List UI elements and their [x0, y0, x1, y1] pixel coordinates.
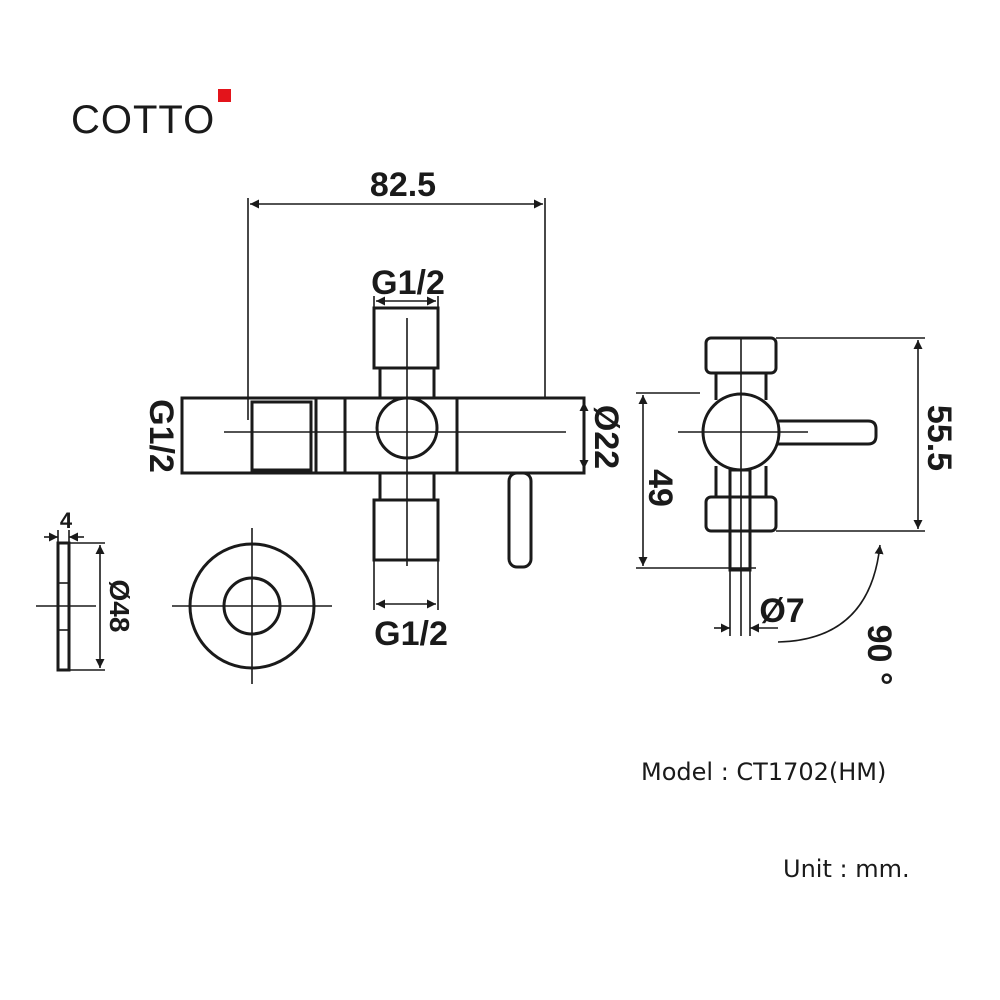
top-outlet-nut [372, 306, 440, 370]
flange-front-view [172, 528, 332, 684]
brand-red-square [218, 89, 231, 102]
dim-overall-width: 82.5 [370, 166, 436, 204]
cotto-logo: COTTO [71, 89, 231, 142]
dimension-handle-diameter: Ø7 [714, 570, 805, 636]
bottom-outlet-nut [372, 498, 440, 562]
dimension-side-height: 49 [636, 392, 756, 569]
dim-inlet-thread: G1/2 [142, 399, 180, 473]
dimension-inlet-thread: G1/2 [142, 398, 183, 473]
brand-name: COTTO [71, 98, 215, 142]
dim-top-thread: G1/2 [371, 264, 445, 302]
dimension-overall-width: 82.5 [247, 166, 546, 420]
dim-handle-diameter: Ø7 [759, 592, 804, 630]
side-handle-stem [728, 468, 752, 572]
dim-side-height: 49 [641, 469, 679, 507]
front-view [180, 306, 586, 569]
unit-label: Unit : mm. [783, 855, 910, 883]
dim-flange-thickness: 4 [60, 508, 73, 533]
inlet-nut [250, 400, 313, 472]
dimension-top-thread: G1/2 [371, 264, 445, 308]
front-handle [507, 471, 533, 569]
model-label: Model : CT1702(HM) [641, 758, 887, 786]
rotation-arc-arrow [777, 544, 884, 643]
dim-flange-diameter: Ø48 [104, 580, 135, 633]
dim-bottom-thread: G1/2 [374, 615, 448, 653]
dim-rotation-angle: 90 ° [860, 625, 898, 686]
side-view [678, 336, 878, 636]
flange-side-view: 4 Ø48 [36, 508, 135, 672]
dim-body-diameter: Ø22 [587, 405, 625, 469]
dim-overall-height: 55.5 [920, 405, 958, 471]
side-lever [778, 419, 878, 446]
dimension-body-diameter: Ø22 [579, 402, 625, 469]
dimension-bottom-thread: G1/2 [373, 560, 448, 653]
rotation-indicator: 90 ° [777, 544, 898, 686]
dimension-overall-height: 55.5 [776, 337, 958, 532]
